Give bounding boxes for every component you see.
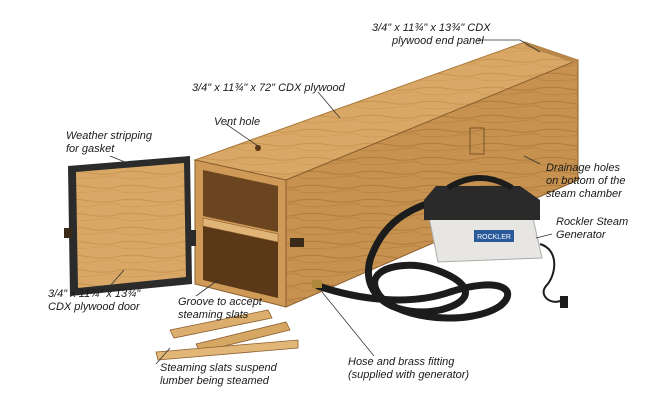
door-panel — [76, 163, 186, 288]
callout-hose: Hose and brass fitting (supplied with ge… — [348, 356, 469, 382]
callout-groove-line1: Groove to accept — [178, 296, 262, 308]
callout-vent-hole-line1: Vent hole — [214, 116, 261, 128]
callout-end-panel: 3/4" x 11¾" x 13¾" CDX plywood end panel — [372, 22, 491, 48]
callout-end-panel-line1: 3/4" x 11¾" x 13¾" CDX — [372, 22, 491, 34]
callout-steam-generator-line2: Generator — [556, 229, 606, 241]
callout-drainage-holes-line2: on bottom of the — [546, 175, 626, 187]
door-latch — [64, 228, 72, 238]
box-inner-slat — [202, 217, 279, 243]
callout-end-panel-line2: plywood end panel — [392, 35, 484, 47]
generator-badge — [474, 230, 514, 242]
leader-groove — [195, 279, 219, 297]
callout-groove: Groove to accept steaming slats — [178, 296, 262, 322]
leader-hose — [321, 291, 375, 357]
leader-lines — [109, 39, 553, 365]
leader-end-panel — [478, 39, 541, 53]
leader-side-panel — [317, 91, 341, 119]
leader-generator — [535, 233, 553, 239]
generator-top — [424, 186, 540, 220]
callout-slats-line2: lumber being steamed — [160, 375, 269, 387]
callout-hose-line1: Hose and brass fitting — [348, 356, 455, 368]
slat-1 — [169, 309, 273, 339]
door-hinge — [188, 230, 196, 246]
callout-steam-generator: Rockler Steam Generator — [556, 216, 628, 242]
callout-weather-stripping: Weather stripping for gasket — [66, 130, 152, 156]
box-interior-lower — [203, 226, 278, 298]
leader-door — [109, 269, 125, 287]
leader-weather-stripping — [109, 155, 131, 165]
box-latch — [290, 238, 304, 247]
callout-door-line1: 3/4" x 11¾" x 13¾" — [48, 288, 141, 300]
callout-side-panel: 3/4" x 11¾" x 72" CDX plywood — [192, 82, 345, 95]
side-marking — [469, 127, 485, 155]
slat-3 — [155, 339, 299, 361]
callout-vent-hole: Vent hole — [214, 116, 260, 129]
callout-groove-line2: steaming slats — [178, 309, 249, 321]
leader-slats — [155, 347, 171, 365]
leader-vent-hole — [225, 123, 259, 147]
power-cord — [539, 243, 563, 303]
callout-weather-stripping-line1: Weather stripping — [66, 130, 153, 142]
callout-steam-generator-line1: Rockler Steam — [556, 216, 629, 228]
callout-drainage-holes-line1: Drainage holes — [546, 162, 620, 174]
callout-weather-stripping-line2: for gasket — [66, 143, 115, 155]
generator-handle — [446, 175, 514, 191]
callout-slats-line1: Steaming slats suspend — [160, 362, 277, 374]
leader-drainage — [523, 155, 541, 165]
generator-badge-text: ROCKLER — [477, 234, 511, 241]
callout-side-panel-line1: 3/4" x 11¾" x 72" CDX plywood — [192, 82, 345, 94]
power-plug — [560, 296, 568, 308]
callout-slats: Steaming slats suspend lumber being stea… — [160, 362, 277, 388]
callout-drainage-holes: Drainage holes on bottom of the steam ch… — [546, 162, 626, 201]
box-interior-upper — [203, 170, 278, 232]
callout-door-line2: CDX plywood door — [48, 301, 140, 313]
vent-hole — [255, 145, 261, 151]
callout-door: 3/4" x 11¾" x 13¾" CDX plywood door — [48, 288, 140, 314]
end-panel-edge — [525, 42, 578, 64]
steam-hose — [314, 196, 512, 322]
callout-hose-line2: (supplied with generator) — [348, 369, 470, 381]
brass-fitting — [312, 280, 322, 288]
callout-drainage-holes-line3: steam chamber — [546, 188, 622, 200]
